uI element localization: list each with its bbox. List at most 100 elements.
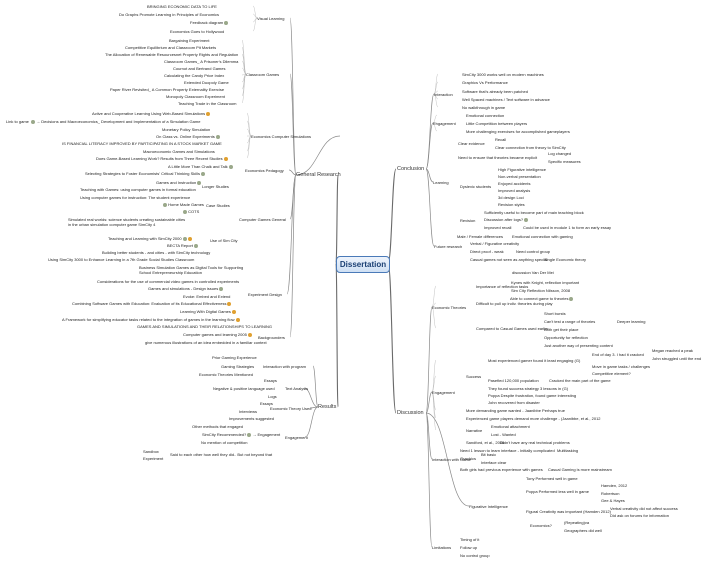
- topic-item[interactable]: Kynes with Knight, reflection important: [511, 280, 580, 285]
- topic-item[interactable]: Simulated real worlds: science students …: [68, 217, 186, 227]
- topic-item[interactable]: Recall: [495, 137, 507, 142]
- topic-item[interactable]: Gaming Strategies: [221, 364, 255, 369]
- topic-item[interactable]: Business Simulation Games as Digital Too…: [139, 265, 244, 275]
- topic-item[interactable]: Geographers did well: [564, 528, 602, 533]
- branch-interaction[interactable]: Interaction: [434, 92, 453, 97]
- topic-item[interactable]: End of day 3. I had it cracked: [592, 352, 644, 357]
- topic-item[interactable]: Difficult to pull up indiv. theories dur…: [476, 301, 553, 306]
- topic-item[interactable]: Emotional connection: [466, 113, 505, 118]
- topic-item[interactable]: Selecting Strategies to Foster Economist…: [85, 171, 205, 176]
- topic-item[interactable]: Feedback diagram: [190, 20, 229, 25]
- topic-item[interactable]: Improvements suggested: [229, 416, 274, 421]
- topic-item[interactable]: Didn't have any real technical problems: [500, 440, 570, 445]
- branch-limitations[interactable]: Limitations: [432, 545, 452, 550]
- topic-item[interactable]: Can't test a range of theories: [544, 319, 596, 324]
- topic-item[interactable]: Software that's already been patched: [462, 89, 528, 94]
- branch-results[interactable]: Results: [318, 404, 337, 410]
- topic-item[interactable]: Does Game-Based Learning Work? Results f…: [96, 156, 228, 161]
- topic-item[interactable]: Experiment: [143, 456, 164, 461]
- branch-text-analysis[interactable]: Text Analysis: [285, 386, 309, 391]
- branch-engagement-results[interactable]: Engagement: [285, 435, 308, 440]
- topic-item[interactable]: Need control group: [516, 249, 551, 254]
- branch-classroom-games[interactable]: Classroom Games: [246, 72, 280, 77]
- topic-item[interactable]: SimCity 3000 works well on modern machin…: [462, 72, 544, 77]
- topic-item[interactable]: Poppa Performed less well in game: [526, 489, 589, 494]
- topic-item[interactable]: Able to connect game to theories: [510, 296, 574, 301]
- topic-item[interactable]: Home Made Games: [162, 202, 204, 207]
- branch-general-research[interactable]: General Research: [296, 172, 341, 178]
- topic-item[interactable]: Economic Theories Mentioned: [199, 372, 253, 377]
- topic-item[interactable]: Bargaining Experiment: [169, 38, 210, 43]
- topic-item[interactable]: Economics?: [530, 523, 552, 528]
- topic-item[interactable]: Active and Cooperative Learning Using We…: [92, 111, 211, 116]
- branch-interaction-with-game[interactable]: Interaction with Game: [432, 457, 471, 462]
- topic-item[interactable]: Essays: [260, 401, 273, 406]
- topic-item[interactable]: More challenging exercises for accomplis…: [466, 129, 570, 134]
- topic-item[interactable]: GAMES AND SIMULATIONS AND THEIR RELATION…: [137, 324, 272, 329]
- topic-item[interactable]: Specific measures: [548, 159, 581, 164]
- topic-item[interactable]: Log changed: [548, 151, 572, 156]
- topic-item[interactable]: Improved analysis: [498, 188, 531, 193]
- topic-item[interactable]: Verbal creativity did not affect success: [610, 506, 678, 511]
- topic-item[interactable]: BECTA Report: [167, 243, 198, 248]
- topic-item[interactable]: Monetary Policy Simulation: [162, 127, 211, 132]
- sub-branch-use-of-sim-city[interactable]: Use of Sim City: [210, 238, 238, 243]
- topic-item[interactable]: Sandbox: [143, 449, 159, 454]
- topic-item[interactable]: Do Graphs Promote Learning in Principles…: [119, 12, 220, 17]
- link-to-game-node[interactable]: Link to game → Decisions and Macroeconom…: [6, 119, 201, 124]
- topic-item[interactable]: Clear connection from theory to SimCity: [495, 145, 566, 150]
- root-node-dissertation[interactable]: Dissertation: [336, 256, 390, 273]
- topic-item[interactable]: No control group: [460, 553, 490, 558]
- branch-backgrounders[interactable]: Backgrounders: [258, 335, 285, 340]
- topic-item[interactable]: Sufficiently useful to become part of ma…: [484, 210, 584, 215]
- topic-item[interactable]: Gee & Hayes: [601, 498, 625, 503]
- branch-interaction-with-program[interactable]: Interaction with program: [263, 364, 306, 369]
- topic-item[interactable]: Narrative: [466, 428, 483, 433]
- topic-item[interactable]: Enjoyed accidents: [498, 181, 531, 186]
- topic-item[interactable]: Lost - Wanted: [491, 432, 516, 437]
- branch-visual-learning[interactable]: Visual Learning: [257, 16, 285, 21]
- branch-figurative-intelligence[interactable]: Figurative Intelligence: [469, 504, 508, 509]
- topic-item[interactable]: Non-verbal presentation: [498, 174, 541, 179]
- topic-item[interactable]: Emotional attachment: [491, 424, 530, 429]
- topic-item[interactable]: John struggled until the end: [652, 356, 702, 361]
- topic-item[interactable]: Games and simulations - Design issues: [148, 286, 224, 291]
- topic-item[interactable]: Games and Instruction: [156, 180, 202, 185]
- branch-computer-games-general[interactable]: Computer Games General: [239, 217, 286, 222]
- topic-item[interactable]: A Little More Than Chalk and Talk: [168, 164, 233, 169]
- sub-branch-case-studies[interactable]: Case Studies: [206, 203, 230, 208]
- topic-item[interactable]: Direct proof - weak: [470, 249, 504, 254]
- topic-item[interactable]: Extended Duopoly Game: [184, 80, 229, 85]
- topic-item[interactable]: Classroom Games_ A Prisoner's Dilemma: [164, 59, 239, 64]
- topic-item[interactable]: Competitive Equilibrium and Classroom Pi…: [125, 45, 217, 50]
- topic-item[interactable]: Competitive element?: [592, 371, 631, 376]
- topic-item[interactable]: Pasefied 120,000 population: [488, 378, 539, 383]
- topic-item[interactable]: Teaching and Learning with SimCity 2000: [108, 236, 192, 241]
- topic-item[interactable]: Essays: [264, 378, 277, 383]
- branch-discussion[interactable]: Discussion: [397, 410, 424, 416]
- topic-item[interactable]: Just another way of presenting content: [544, 343, 613, 348]
- topic-item[interactable]: Tony Performed well in game: [526, 476, 578, 481]
- topic-item[interactable]: Dyslexic students: [460, 184, 492, 189]
- branch-conclusion[interactable]: Conclusion: [397, 166, 425, 172]
- branch-economic-theory-used[interactable]: Economic Theory Used: [270, 406, 312, 411]
- topic-item[interactable]: Negative & positive language used: [213, 386, 275, 391]
- topic-item[interactable]: Discussion after logs?: [484, 217, 529, 222]
- topic-item[interactable]: Computer games and learning 2005: [183, 332, 252, 337]
- topic-item[interactable]: Improved recall: [484, 225, 512, 230]
- topic-item[interactable]: (Repeating)va: [564, 520, 590, 525]
- topic-item[interactable]: Single Economic theory: [544, 257, 587, 262]
- topic-item[interactable]: Economics Goes to Hollywood: [170, 29, 225, 34]
- topic-item[interactable]: Did ask on forums for information: [610, 513, 669, 518]
- topic-item[interactable]: On Class vs. Online Experiments: [156, 134, 220, 139]
- branch-engagement-discussion[interactable]: Engagement: [432, 390, 455, 395]
- topic-item[interactable]: Logs: [268, 394, 277, 399]
- topic-item[interactable]: Short bursts: [544, 311, 566, 316]
- branch-economics-computer-simulations[interactable]: Economics Computer Simulations: [251, 134, 312, 139]
- topic-item[interactable]: Compared to Casual Games used earlier: [476, 326, 549, 331]
- topic-item[interactable]: Need to ensure that theories became expl…: [458, 155, 538, 160]
- topic-item[interactable]: BRINGING ECONOMIC DATA TO LIFE: [147, 4, 217, 9]
- branch-economic-theories[interactable]: Economic Theories: [432, 305, 467, 310]
- topic-item[interactable]: Figural Creativity was important (Hamden…: [526, 509, 611, 514]
- topic-item[interactable]: No walkthrough in game: [462, 105, 506, 110]
